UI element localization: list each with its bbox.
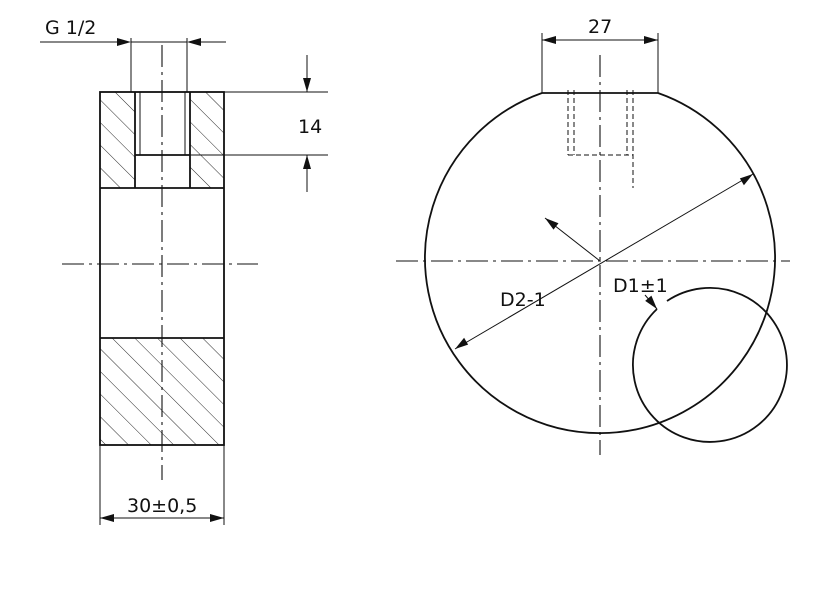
inner-arrow-lower [645, 295, 657, 309]
hatch-top-right [190, 92, 224, 188]
thread-arrow-left [117, 38, 131, 46]
flat-arrow-right [644, 36, 658, 44]
depth-arrow-bottom [303, 155, 311, 169]
outer-arrow-upper [739, 174, 753, 186]
section-view: G 1/2 14 30±0,5 [40, 17, 328, 525]
inner-arrow-upper [545, 218, 559, 230]
hatch-top-left [100, 92, 135, 188]
thread-arrow-right [187, 38, 201, 46]
hatch-bottom [100, 338, 224, 445]
width-arrow-left [100, 514, 114, 522]
thread-label: G 1/2 [45, 17, 96, 39]
flat-label: 27 [588, 16, 612, 38]
inner-circle [632, 287, 788, 443]
outer-circle [424, 92, 776, 435]
inner-diameter-label: D1±1 [613, 275, 668, 297]
outer-diameter-label: D2-1 [500, 289, 546, 311]
width-label: 30±0,5 [127, 495, 197, 517]
width-arrow-right [210, 514, 224, 522]
flat-arrow-left [542, 36, 556, 44]
depth-arrow-top [303, 78, 311, 92]
outer-diameter-line [454, 173, 754, 350]
outer-arrow-lower [455, 337, 469, 349]
front-view: 27 D2-1 D1±1 [396, 16, 790, 455]
depth-label: 14 [298, 116, 322, 138]
